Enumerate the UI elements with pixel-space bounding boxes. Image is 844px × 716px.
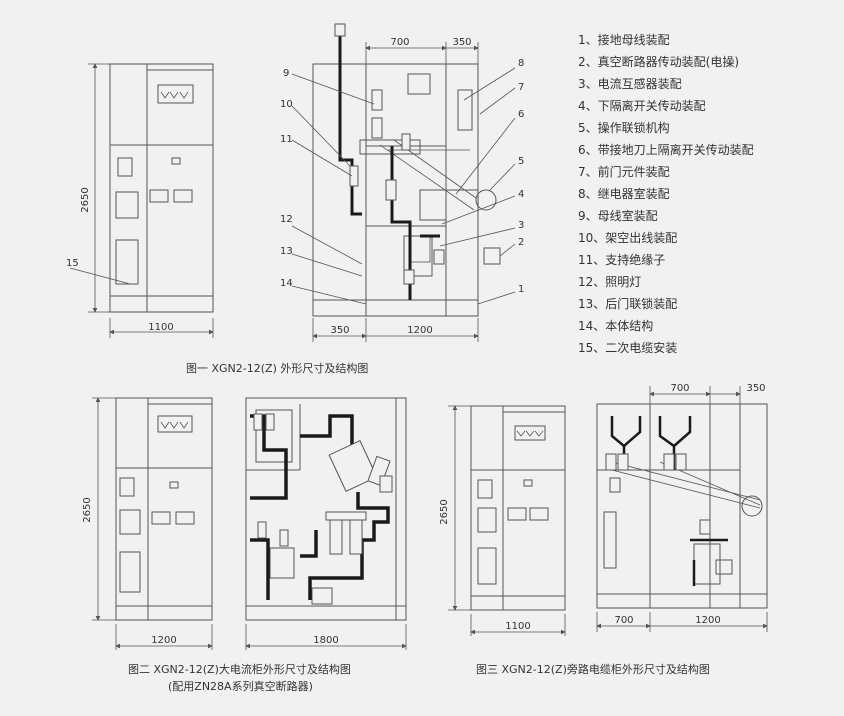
fig3-thick-busbars: [610, 416, 728, 586]
fig3-dim-350-top: 350: [746, 383, 765, 394]
callout-11: 11: [280, 134, 293, 145]
fig1-dim-700: 700: [390, 37, 409, 48]
fig1-dim-350-top: 350: [452, 37, 471, 48]
callout-4: 4: [518, 189, 524, 200]
fig1-caption: 图一 XGN2-12(Z) 外形尺寸及结构图: [186, 361, 368, 375]
callout-13: 13: [280, 246, 293, 257]
fig2-caption-line1: 图二 XGN2-12(Z)大电流柜外形尺寸及结构图: [128, 662, 351, 676]
legend-item-13: 13、后门联锁装配: [578, 296, 677, 311]
legend-item-1: 1、接地母线装配: [578, 32, 670, 47]
legend-item-8: 8、继电器室装配: [578, 186, 670, 201]
fig3-dim-1200: 1200: [695, 615, 720, 626]
fig3-front-view: [470, 405, 566, 611]
fig2-height-dim: 2650: [82, 497, 93, 522]
legend-item-11: 11、支持绝缘子: [578, 252, 665, 267]
fig1-height-dim: 2650: [80, 187, 91, 212]
callout-3: 3: [518, 220, 524, 231]
fig1-side-dimensions: [312, 42, 479, 342]
legend-item-14: 14、本体结构: [578, 318, 653, 333]
callout-7: 7: [518, 82, 524, 93]
fig1-front-view: [109, 63, 214, 313]
callout-9: 9: [283, 68, 289, 79]
callout-1: 1: [518, 284, 524, 295]
legend-item-2: 2、真空断路器传动装配(电操): [578, 54, 739, 69]
callout-6: 6: [518, 109, 524, 120]
legend-item-10: 10、架空出线装配: [578, 231, 677, 245]
legend-item-7: 7、前门元件装配: [578, 164, 670, 179]
fig1-side-section: [312, 63, 501, 317]
fig1-width-dim: 1100: [148, 322, 173, 333]
fig3-width-dim: 1100: [505, 621, 530, 632]
callout-15: 15: [66, 258, 79, 269]
legend-item-9: 9、母线室装配: [578, 208, 658, 223]
fig2-side-width-dim: 1800: [313, 635, 338, 646]
fig2-insulators: [253, 413, 289, 547]
fig3-front-dimensions: [448, 405, 566, 636]
fig2-side-dimensions: [245, 624, 407, 650]
fig1-front-dimensions: [69, 63, 214, 338]
legend-item-15: 15、二次电缆安装: [578, 340, 677, 355]
fig2-front-dimensions: [92, 397, 213, 650]
callout-2: 2: [518, 237, 524, 248]
fig3-side-section: [596, 403, 768, 609]
callout-14: 14: [280, 278, 293, 289]
fig2-breaker-assembly: [325, 440, 393, 555]
fig2-width-dim: 1200: [151, 635, 176, 646]
callout-5: 5: [518, 156, 524, 167]
fig2-front-view: [115, 397, 213, 621]
callout-8: 8: [518, 58, 524, 69]
fig1-dim-1200: 1200: [407, 325, 432, 336]
fig3-dim-700-bottom: 700: [614, 615, 633, 626]
callout-12: 12: [280, 214, 293, 225]
fig3-height-dim: 2650: [439, 499, 450, 524]
fig3-caption: 图三 XGN2-12(Z)旁路电缆柜外形尺寸及结构图: [476, 662, 710, 676]
legend-item-3: 3、电流互感器装配: [578, 76, 682, 91]
fig1-insulators: [334, 23, 445, 285]
fig2-caption-line2: (配用ZN28A系列真空断路器): [168, 679, 313, 693]
fig3-insulators: [605, 453, 711, 535]
fig2-side-section: [245, 397, 407, 621]
fig2-thick-busbars: [250, 414, 390, 600]
legend-item-12: 12、照明灯: [578, 275, 641, 289]
callout-10: 10: [280, 99, 293, 110]
legend-item-6: 6、带接地刀上隔离开关传动装配: [578, 142, 754, 157]
fig3-dim-700-top: 700: [670, 383, 689, 394]
fig1-dim-350-bottom: 350: [330, 325, 349, 336]
legend-item-5: 5、操作联锁机构: [578, 120, 670, 135]
fig3-side-dimensions: [596, 386, 768, 632]
component-legend: 1、接地母线装配 2、真空断路器传动装配(电操) 3、电流互感器装配 4、下隔离…: [578, 32, 754, 355]
fig1-leader-lines: [291, 67, 516, 305]
legend-item-4: 4、下隔离开关传动装配: [578, 98, 706, 113]
